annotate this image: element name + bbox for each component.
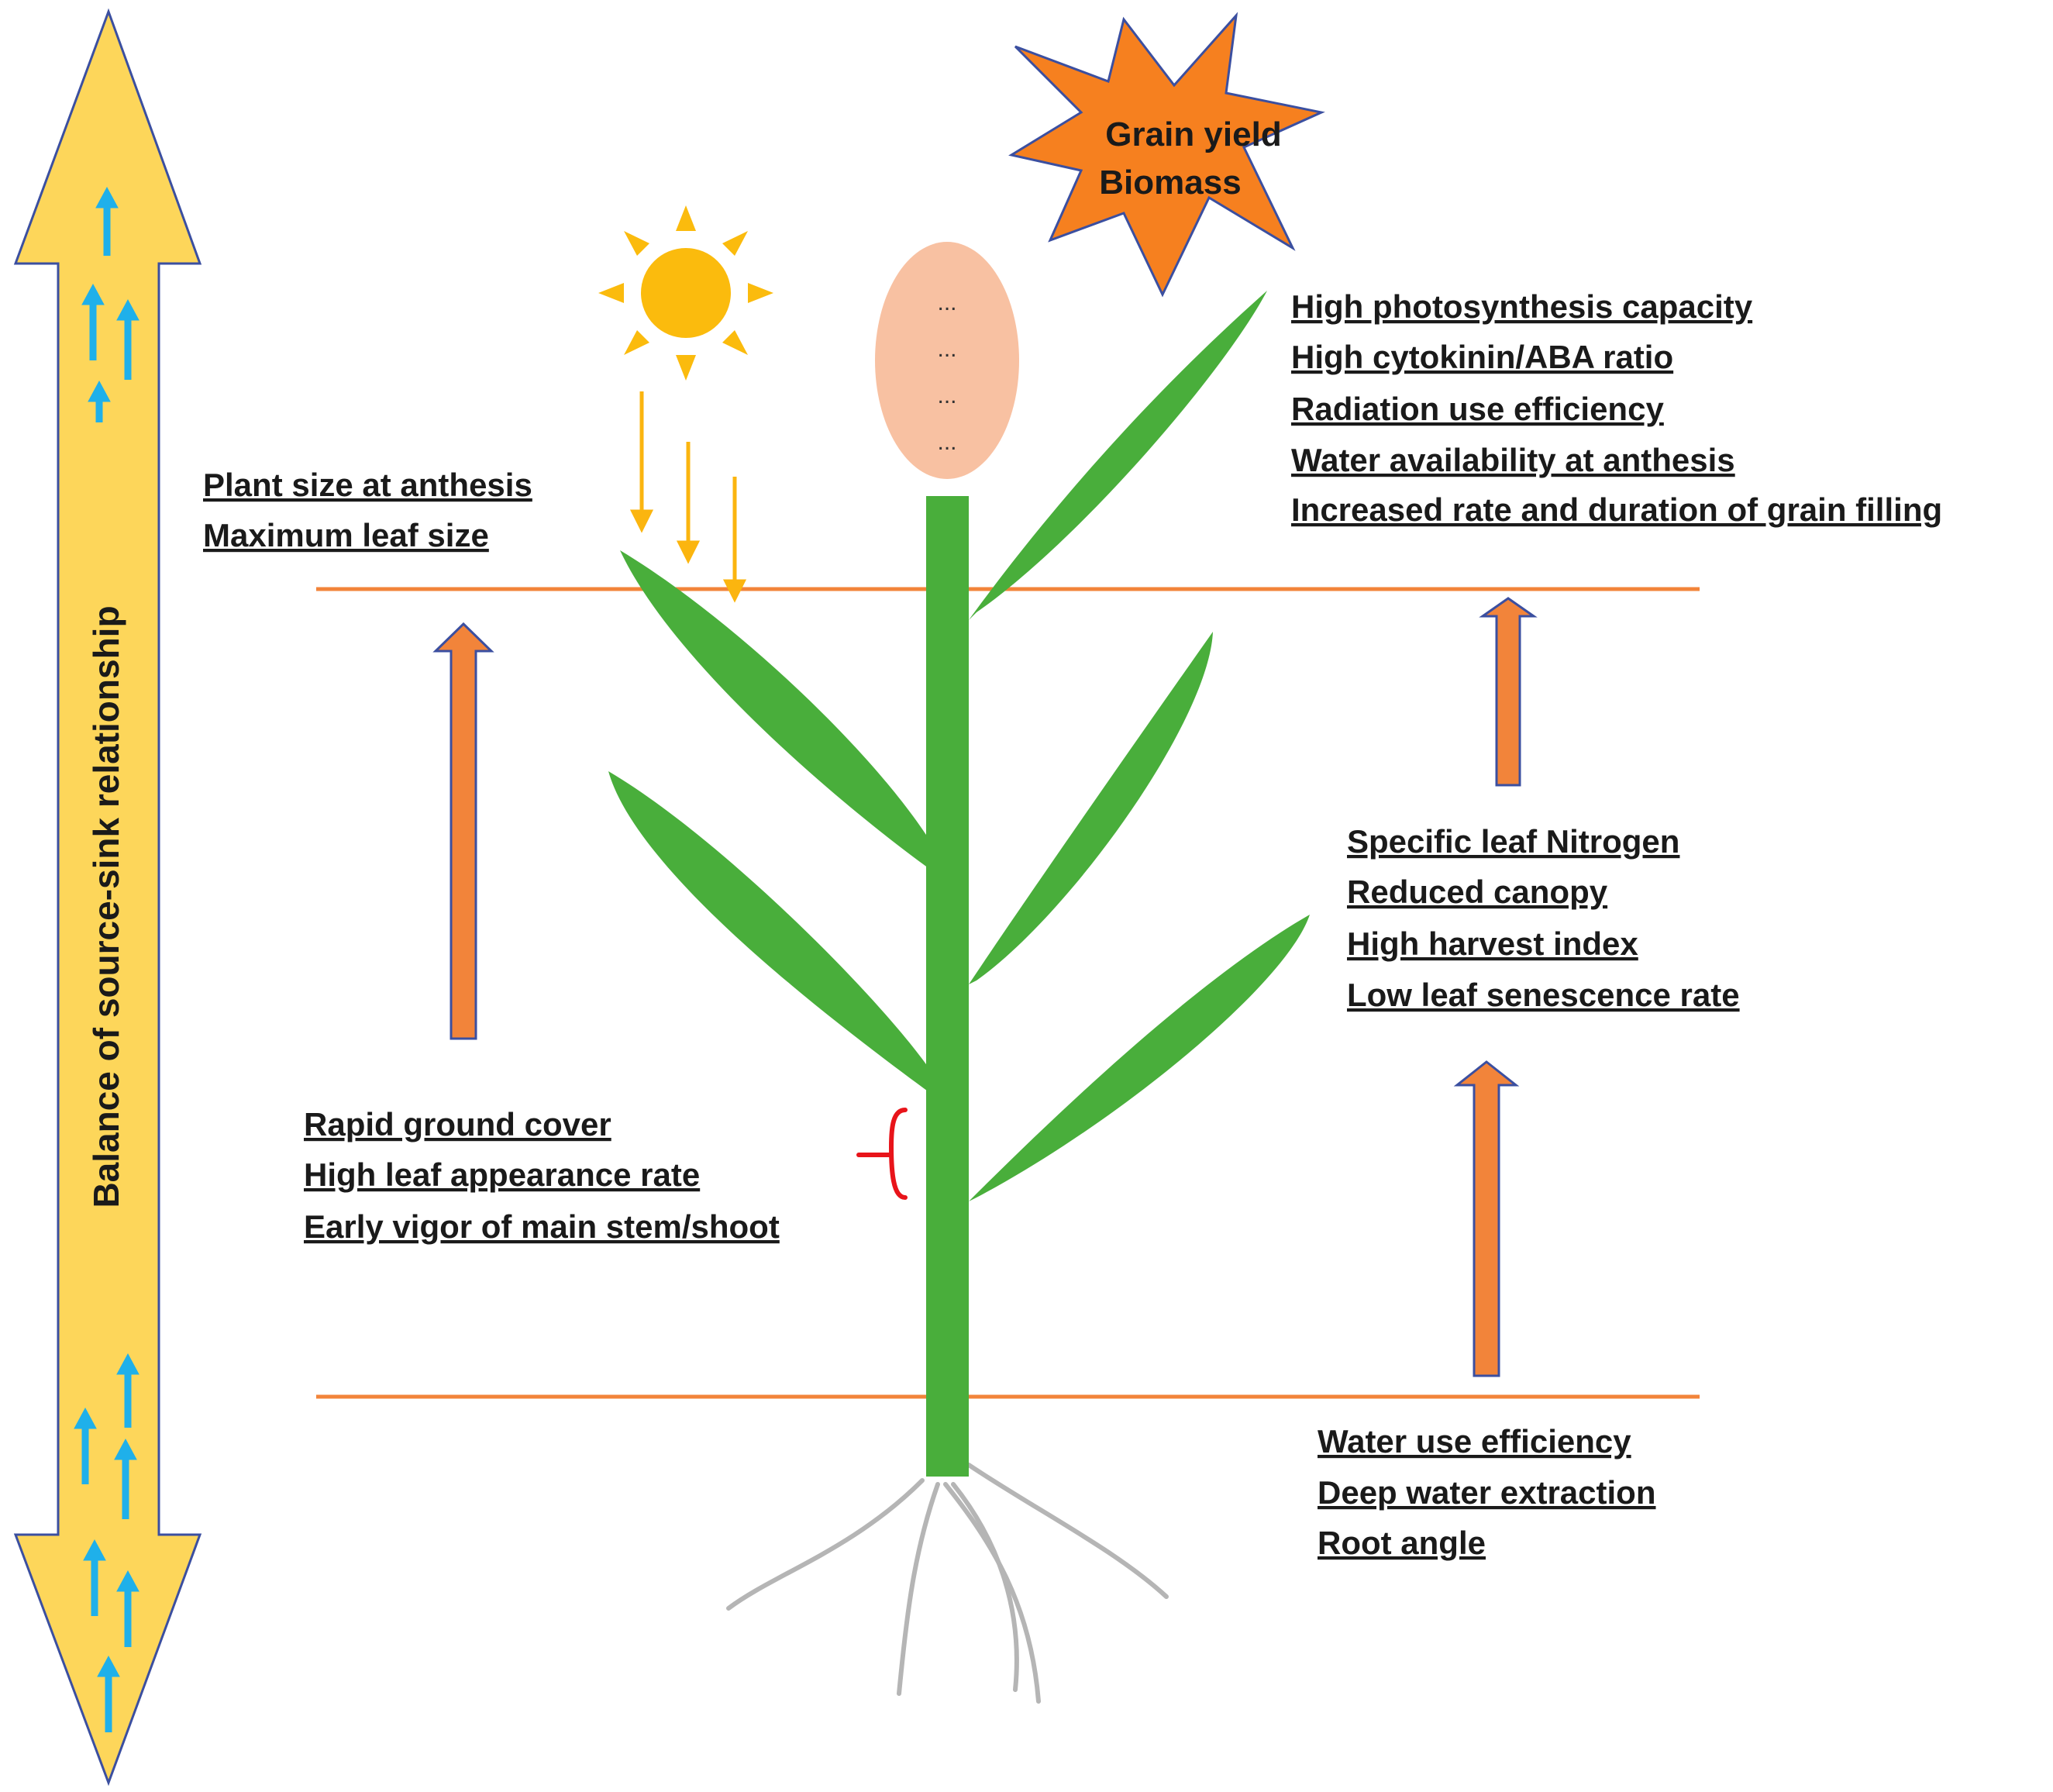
- trait-ground-cover: Rapid ground cover: [304, 1106, 611, 1142]
- up-arrow-icon: [95, 186, 119, 256]
- trait-leaf-appearance: High leaf appearance rate: [304, 1156, 700, 1193]
- down-arrow-icon: [722, 477, 747, 603]
- balance-label: Balance of source-sink relationship: [86, 605, 126, 1208]
- balance-double-arrow: Balance of source-sink relationship: [13, 8, 202, 1787]
- stem: [926, 496, 969, 1477]
- ear-dots: ...: [937, 290, 956, 315]
- up-arrow-icon: [83, 1539, 106, 1616]
- trait-water-anthesis: Water availability at anthesis: [1291, 442, 1735, 478]
- leaf: [969, 915, 1310, 1201]
- trait-leaf-senescence: Low leaf senescence rate: [1347, 977, 1740, 1013]
- traits-bottom-right: Water use efficiency Deep water extracti…: [1318, 1423, 1656, 1561]
- trait-cytokinin-aba: High cytokinin/ABA ratio: [1291, 339, 1673, 375]
- up-arrow-icon: [97, 1655, 120, 1732]
- leaves: [608, 291, 1310, 1201]
- up-arrow-icon: [74, 1407, 97, 1484]
- leaf: [620, 550, 942, 872]
- trait-deep-water: Deep water extraction: [1318, 1474, 1656, 1511]
- star-label-grain-yield: Grain yield: [1105, 115, 1281, 153]
- trait-early-vigor: Early vigor of main stem/shoot: [304, 1208, 780, 1245]
- up-arrow-icon: [1479, 597, 1538, 787]
- up-arrow-icon: [1453, 1060, 1520, 1377]
- sun-icon: [598, 205, 773, 381]
- up-arrow-icon: [116, 298, 140, 380]
- trait-grain-filling: Increased rate and duration of grain fil…: [1291, 491, 1942, 528]
- trait-max-leaf-size: Maximum leaf size: [203, 517, 489, 553]
- ear-dots: ...: [937, 383, 956, 408]
- ear-dots: ...: [937, 336, 956, 362]
- leaf: [969, 291, 1267, 620]
- roots: [726, 1463, 1169, 1704]
- small-blue-arrows: [74, 186, 140, 1732]
- starburst-icon: Grain yield Biomass: [1008, 12, 1325, 298]
- trait-reduced-canopy: Reduced canopy: [1347, 874, 1608, 910]
- trait-harvest-index: High harvest index: [1347, 925, 1638, 962]
- traits-top-right: High photosynthesis capacity High cytoki…: [1291, 288, 1942, 528]
- up-arrow-icon: [116, 1353, 140, 1428]
- trait-specific-leaf-n: Specific leaf Nitrogen: [1347, 823, 1679, 860]
- down-arrow-icon: [676, 442, 701, 564]
- up-arrow-icon: [81, 283, 105, 360]
- ear-dots: ...: [937, 429, 956, 455]
- ear: ... ... ... ...: [875, 242, 1019, 479]
- trait-radiation-use: Radiation use efficiency: [1291, 391, 1664, 427]
- trait-water-use-efficiency: Water use efficiency: [1318, 1423, 1631, 1459]
- up-arrow-icon: [432, 622, 494, 1040]
- star-label-biomass: Biomass: [1099, 164, 1241, 202]
- up-arrow-icon: [116, 1570, 140, 1647]
- inhibition-icon: [856, 1108, 908, 1200]
- orange-up-arrows: [432, 597, 1538, 1377]
- leaf: [969, 632, 1213, 984]
- up-arrow-icon: [88, 380, 111, 422]
- up-arrow-icon: [114, 1438, 137, 1519]
- traits-top-left: Plant size at anthesis Maximum leaf size: [203, 467, 532, 553]
- sunlight-arrows: [629, 391, 747, 603]
- balance-arrow-body: [13, 8, 202, 1787]
- trait-photosynthesis: High photosynthesis capacity: [1291, 288, 1753, 325]
- down-arrow-icon: [629, 391, 654, 533]
- traits-middle-left: Rapid ground cover High leaf appearance …: [304, 1106, 780, 1245]
- traits-middle-right: Specific leaf Nitrogen Reduced canopy Hi…: [1347, 823, 1740, 1013]
- trait-root-angle: Root angle: [1318, 1525, 1486, 1561]
- leaf: [608, 771, 938, 1093]
- trait-plant-size: Plant size at anthesis: [203, 467, 532, 503]
